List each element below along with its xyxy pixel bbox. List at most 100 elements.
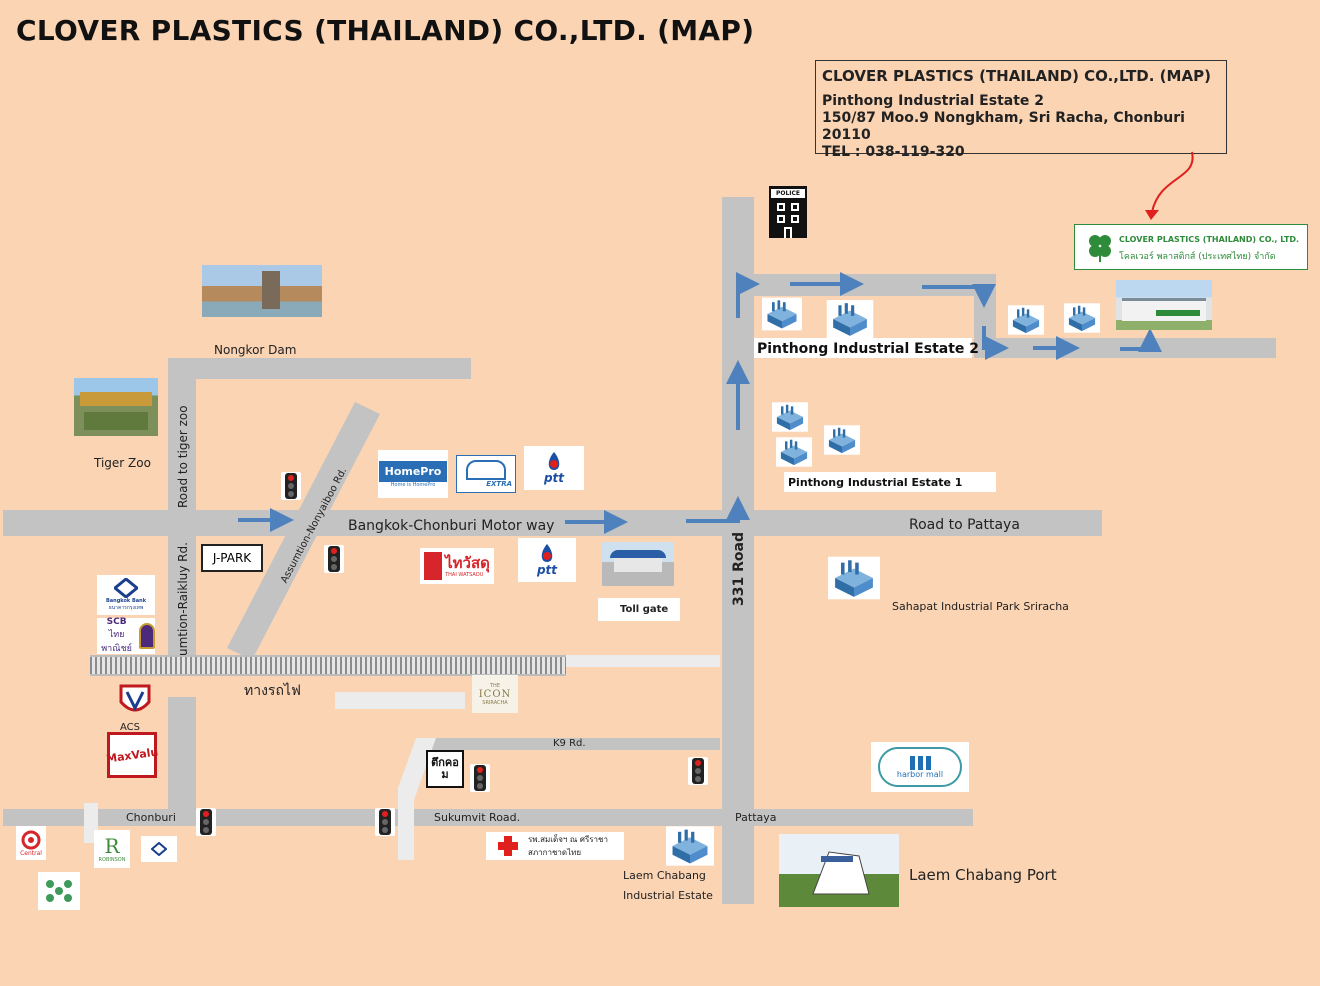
the-icon-the: THE <box>490 682 500 689</box>
pinthong-1-label-bg <box>784 472 996 492</box>
tiger-zoo-label: Tiger Zoo <box>94 456 151 470</box>
factory-icon <box>1008 305 1044 335</box>
acs-shield-icon <box>119 684 151 712</box>
factory-icon <box>666 826 714 866</box>
company-sign: CLOVER PLASTICS (THAILAND) CO., LTD. โคล… <box>1074 224 1308 270</box>
central-text: Central <box>20 849 42 857</box>
robinson-text: ROBINSON <box>98 857 126 863</box>
road-to-tiger-zoo <box>168 358 196 510</box>
bangkok-bank-logo: Bangkok Bank ธนาคารกรุงเทพ <box>97 575 155 615</box>
company-sign-th: โคลเวอร์ พลาสติกส์ (ประเทศไทย) จำกัด <box>1119 252 1276 262</box>
ptt-flame-icon <box>541 544 553 562</box>
pinthong-2-label-bg <box>754 338 972 358</box>
traffic-light-icon <box>375 808 395 836</box>
raikluy-road-lower <box>168 697 196 810</box>
traffic-light-icon <box>324 545 344 573</box>
harbor-mall-text: harbor mall <box>896 769 944 779</box>
hospital-logo: รพ.สมเด็จฯ ณ ศรีราชา สภากาชาดไทย <box>486 832 624 860</box>
bangkok-bank-small-logo <box>141 836 177 862</box>
ptt-logo-text: ptt <box>536 563 558 577</box>
tukcom-text: ตึกคอม <box>431 756 459 781</box>
k9-road-label: K9 Rd. <box>553 738 586 749</box>
nongkor-dam-photo <box>202 265 322 317</box>
acs-logo <box>116 682 154 718</box>
bangkok-bank-text: Bangkok Bank <box>105 598 147 604</box>
bangkok-bank-th-text: ธนาคารกรุงเทพ <box>108 605 144 611</box>
harbor-mall-logo: harbor mall <box>871 742 969 792</box>
laem-chabang-estate-label-2: Industrial Estate <box>623 889 713 902</box>
map-title: CLOVER PLASTICS (THAILAND) CO.,LTD. (MAP… <box>16 14 755 47</box>
assumption-raikluy-label: umtion-Raikluy Rd. <box>176 542 190 656</box>
factory-icon <box>776 437 812 467</box>
road-to-pattaya-label: Road to Pattaya <box>909 517 1020 533</box>
sukumvit-road <box>3 809 973 826</box>
homepro-logo: HomePro Home is HomePro <box>378 450 448 498</box>
road-to-tiger-zoo-label: Road to tiger zoo <box>176 405 190 508</box>
address-line-3: TEL : 038-119-320 <box>822 144 965 160</box>
laem-chabang-port-label: Laem Chabang Port <box>909 866 1057 884</box>
clover-factory-photo <box>1116 280 1212 330</box>
factory-icon <box>772 402 808 432</box>
green-molecule-logo <box>38 872 80 910</box>
central-logo: Central <box>16 826 46 860</box>
chonburi-label: Chonburi <box>126 811 176 824</box>
railway <box>90 655 566 676</box>
road-331-label: 331 Road <box>731 532 747 606</box>
nongkor-dam-road <box>168 358 471 379</box>
scb-logo: SCB ไทยพาณิชย์ <box>97 617 155 654</box>
traffic-light-icon <box>688 757 708 785</box>
ptt-flame-icon <box>548 452 560 470</box>
maxvalu-text: MaxValu <box>105 744 159 766</box>
address-heading: CLOVER PLASTICS (THAILAND) CO.,LTD. (MAP… <box>822 67 1211 85</box>
homepro-logo-tag: Home is HomePro <box>390 481 436 488</box>
the-icon-name: ICON <box>478 688 512 700</box>
thai-watsadu-logo: ไทวัสดุ THAI WATSADU <box>420 548 494 584</box>
rail-siding <box>335 692 465 709</box>
maxvalu-logo: MaxValu <box>105 732 159 778</box>
clover-logo-icon <box>1089 235 1111 262</box>
factory-icon <box>762 297 802 331</box>
ptt-logo: ptt <box>524 446 584 490</box>
address-line-2: 150/87 Moo.9 Nongkham, Sri Racha, Chonbu… <box>822 110 1185 143</box>
tukcom-logo: ตึกคอม <box>426 750 464 788</box>
pattaya-label: Pattaya <box>735 811 777 824</box>
factory-icon <box>1064 303 1100 333</box>
motorway-road <box>3 510 1102 536</box>
ptt-logo-text: ptt <box>543 471 565 485</box>
bangkok-bank-icon <box>151 842 167 856</box>
company-sign-en: CLOVER PLASTICS (THAILAND) CO., LTD. <box>1119 235 1300 244</box>
hospital-text-2: สภากาชาดไทย <box>528 848 582 857</box>
hospital-text: รพ.สมเด็จฯ ณ ศรีราชา <box>528 835 608 844</box>
tiger-zoo-photo <box>74 378 158 436</box>
scb-text: SCB <box>106 617 127 627</box>
address-box: CLOVER PLASTICS (THAILAND) CO.,LTD. (MAP… <box>815 60 1227 160</box>
railway-label: ทางรถไฟ <box>244 683 301 699</box>
police-station-icon: POLICE <box>769 186 807 238</box>
extra-logo-text: EXTRA <box>486 480 512 488</box>
toll-gate-photo <box>602 542 674 586</box>
motorway-label: Bangkok-Chonburi Motor way <box>348 518 555 534</box>
traffic-light-icon <box>196 808 216 836</box>
sahapat-label: Sahapat Industrial Park Sriracha <box>892 600 1069 613</box>
homepro-logo-text: HomePro <box>379 460 447 482</box>
factory-icon <box>828 556 880 600</box>
laem-chabang-estate-label-1: Laem Chabang <box>623 869 706 882</box>
traffic-light-icon <box>281 472 301 500</box>
pinthong-2-upper-road <box>754 274 996 296</box>
thai-watsadu-en-text: THAI WATSADU <box>445 572 484 578</box>
molecule-icon <box>46 880 72 902</box>
thai-watsadu-text: ไทวัสดุ <box>445 554 490 572</box>
address-line-1: Pinthong Industrial Estate 2 <box>822 93 1045 109</box>
side-road-white <box>398 800 414 860</box>
red-cross-icon <box>498 836 518 856</box>
pointer-arrow-icon <box>1145 151 1194 220</box>
bangkok-bank-icon <box>114 578 138 598</box>
laem-chabang-port-photo <box>779 834 899 907</box>
ptt-logo: ptt <box>518 538 576 582</box>
traffic-light-icon <box>470 764 490 792</box>
k9-road <box>416 738 720 750</box>
factory-icon <box>826 300 874 338</box>
j-park-label: J-PARK <box>201 544 263 572</box>
